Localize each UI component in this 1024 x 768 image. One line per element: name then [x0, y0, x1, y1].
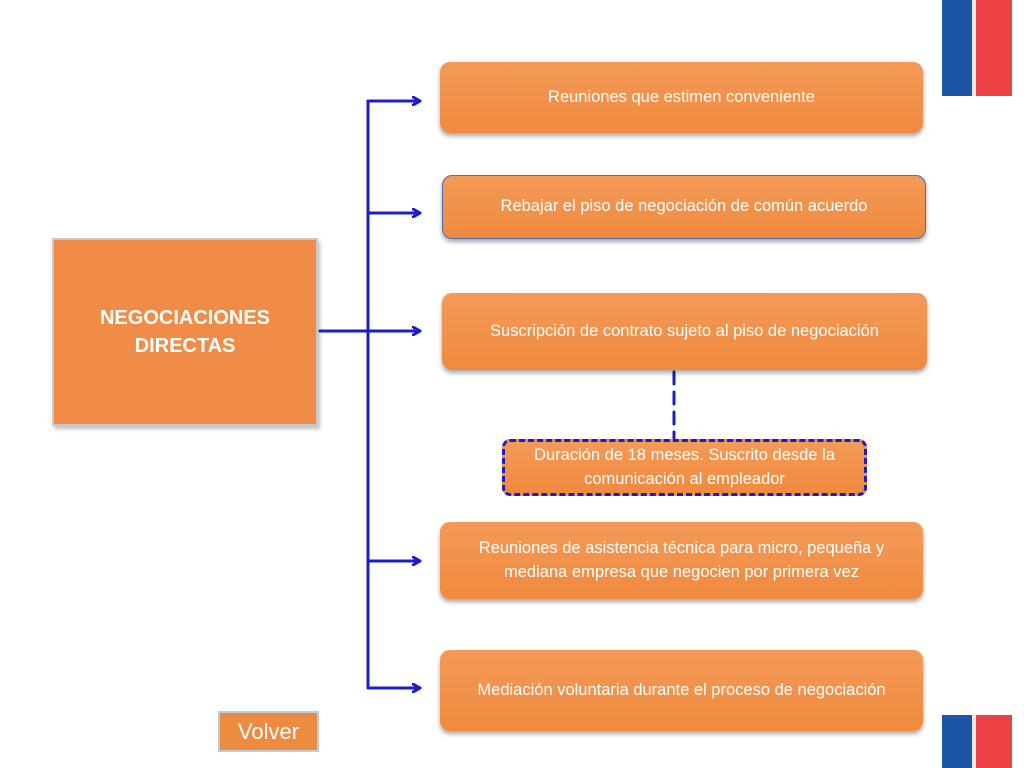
- flag-logo-bottom: [942, 715, 1012, 768]
- branch-box-label: Rebajar el piso de negociación de común …: [500, 197, 868, 216]
- main-node-line2: DIRECTAS: [134, 335, 236, 357]
- branch-box-label: Reuniones de asistencia técnica para mic…: [478, 538, 885, 581]
- main-node-negociaciones-directas: NEGOCIACIONES DIRECTAS: [52, 238, 318, 426]
- volver-button[interactable]: Volver: [218, 711, 319, 752]
- sub-node-duracion: Duración de 18 meses. Suscrito desde la …: [502, 439, 867, 496]
- branch-box-asistencia-tecnica: Reuniones de asistencia técnica para mic…: [440, 522, 923, 599]
- flag-logo-top: [942, 0, 1012, 96]
- sub-node-label: Duración de 18 meses. Suscrito desde la …: [534, 445, 835, 488]
- main-node-line1: NEGOCIACIONES: [99, 307, 271, 329]
- branch-box-label: Mediación voluntaria durante el proceso …: [477, 680, 886, 699]
- branch-box-suscripcion-contrato: Suscripción de contrato sujeto al piso d…: [442, 293, 927, 370]
- branch-box-rebajar-piso: Rebajar el piso de negociación de común …: [442, 175, 926, 239]
- branch-box-reuniones: Reuniones que estimen conveniente: [440, 62, 923, 133]
- volver-button-label: Volver: [237, 718, 300, 744]
- branch-box-mediacion-voluntaria: Mediación voluntaria durante el proceso …: [440, 650, 923, 731]
- branch-box-label: Suscripción de contrato sujeto al piso d…: [490, 321, 879, 340]
- branch-box-label: Reuniones que estimen conveniente: [548, 87, 815, 106]
